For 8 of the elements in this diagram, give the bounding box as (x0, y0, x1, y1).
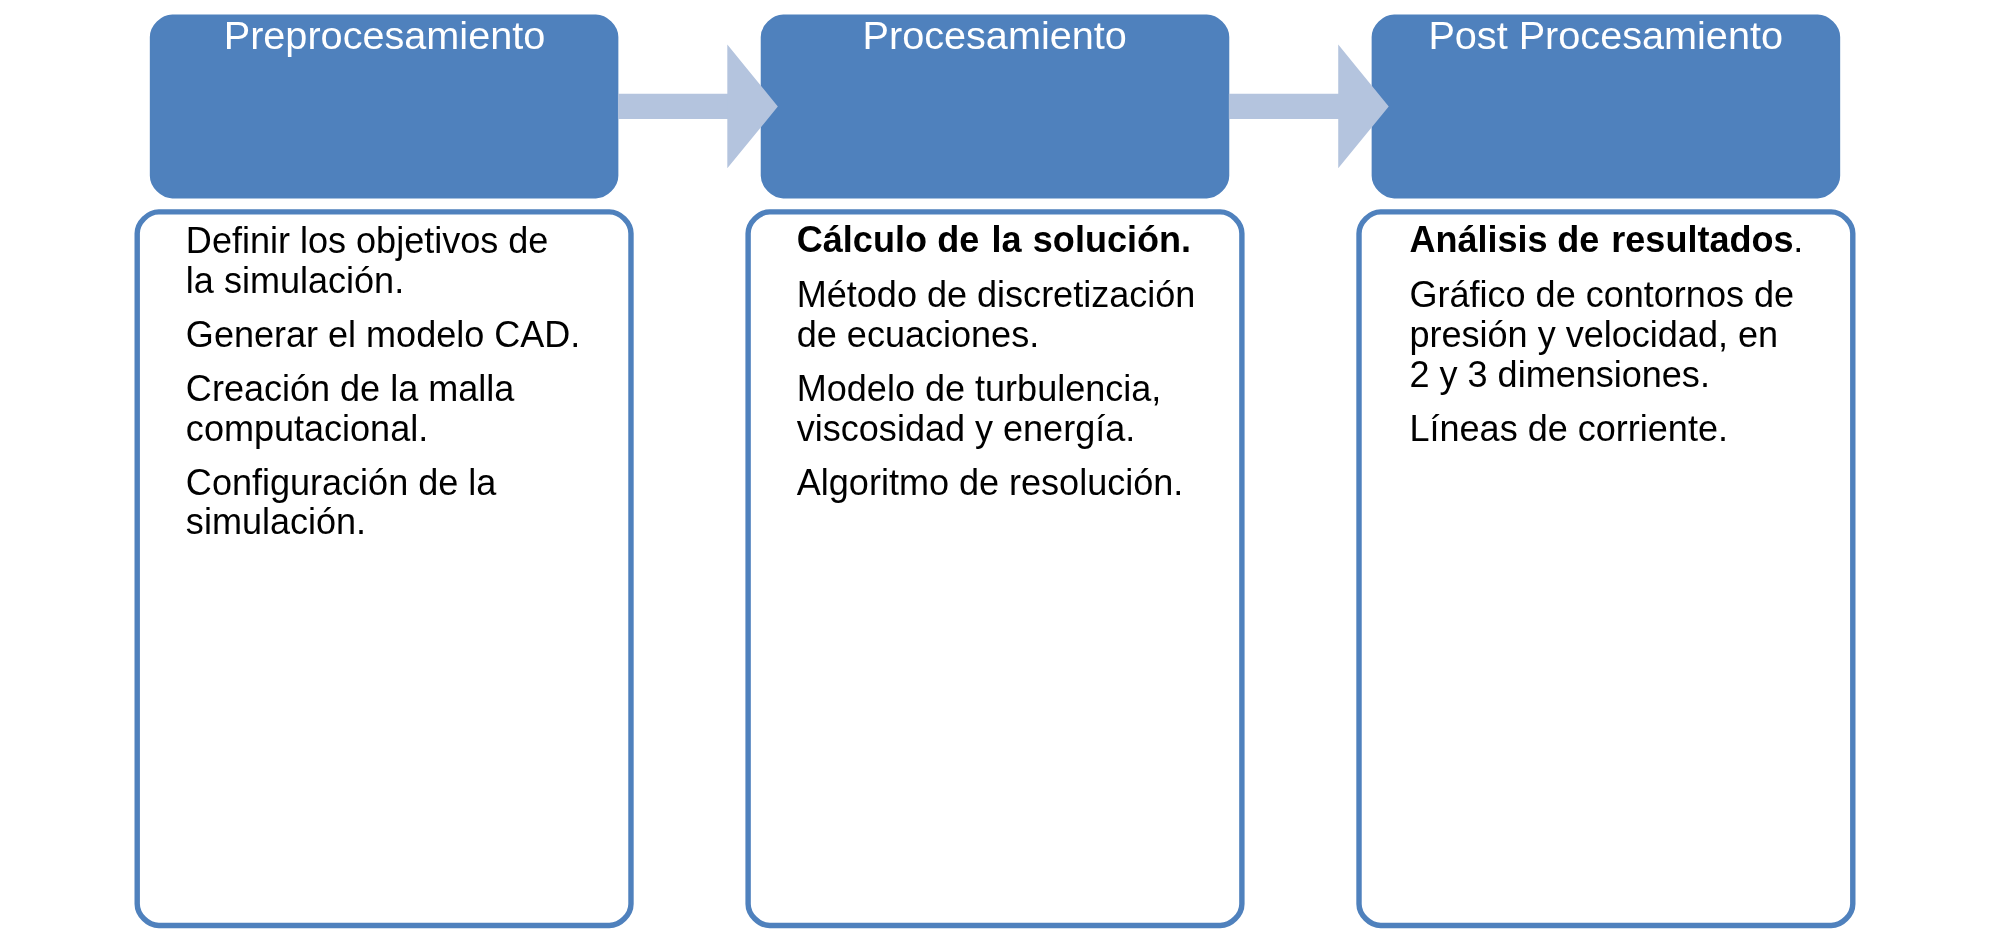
node-box: Definir los objetivos de la simulación. Generar el modelo CAD. Creación de la malla computacional. Configuración de la simulación. (134, 209, 634, 929)
node-box: Cálculo de la solución. Método de discretización de ecuaciones. Modelo de turbulencia, viscosidad y energía. Algoritmo de resolución. (745, 209, 1245, 929)
node-box: Procesamiento (760, 14, 1230, 199)
arrow (617, 44, 778, 169)
node-box: Análisis de resultados. Gráfico de contornos de presión y velocidad, en 2 y 3 dimensiones. Líneas de corriente. (1356, 209, 1856, 929)
node-box: Post Procesamiento (1371, 14, 1841, 199)
node-box: Preprocesamiento (149, 14, 619, 199)
arrow (1228, 44, 1389, 169)
